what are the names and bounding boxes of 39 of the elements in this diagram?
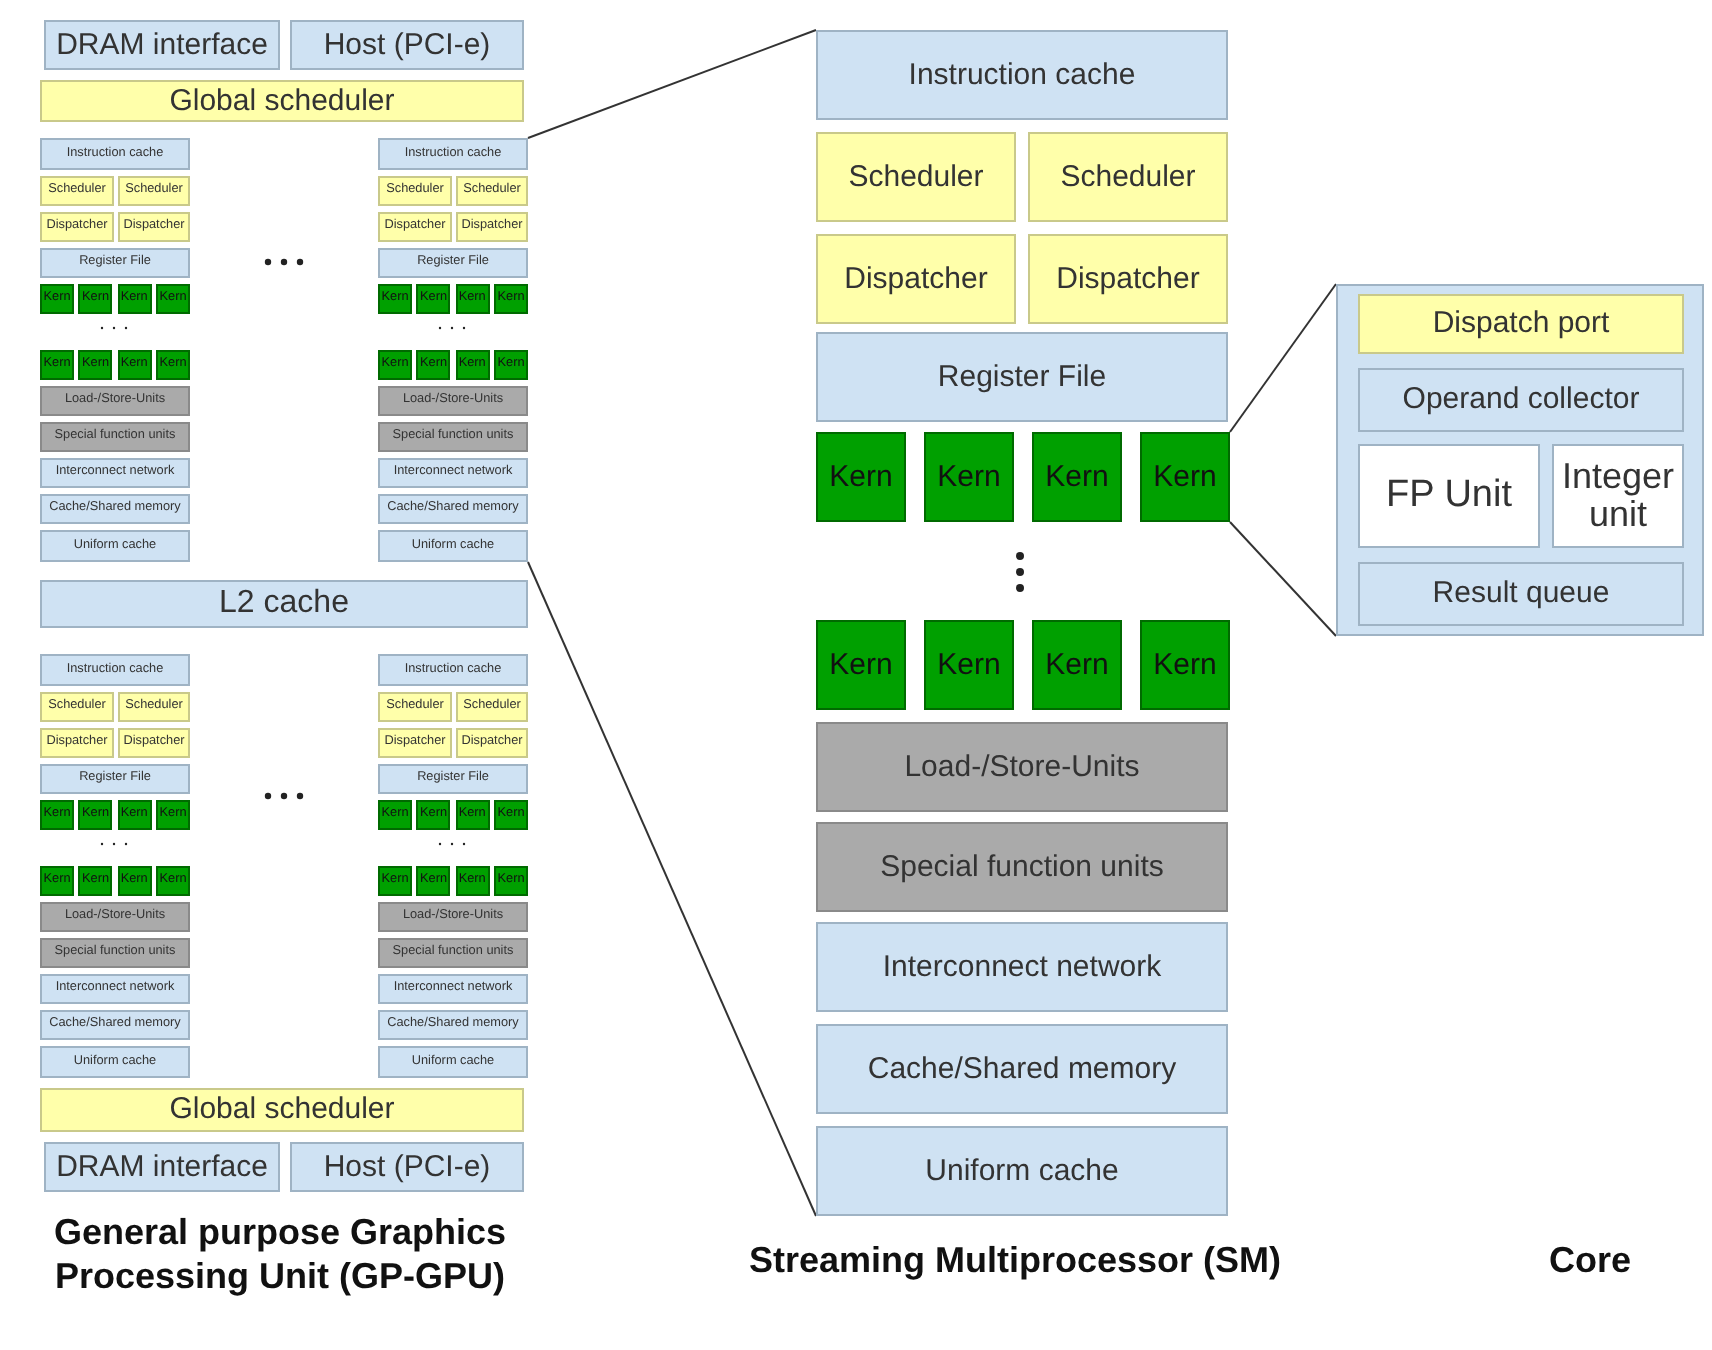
unit-box: Dispatch port xyxy=(1358,294,1684,354)
zoom-line xyxy=(527,29,817,139)
unit-box: L2 cache xyxy=(40,580,528,628)
unit-box: Global scheduler xyxy=(40,1088,524,1132)
unit-box: Instruction cache xyxy=(816,30,1228,120)
core-box: Kern xyxy=(1140,620,1230,710)
core-box: Kern xyxy=(816,432,906,522)
core-box: Kern xyxy=(1032,432,1122,522)
unit-box: Uniform cache xyxy=(816,1126,1228,1216)
unit-box: Load-/Store-Units xyxy=(816,722,1228,812)
core-box: Kern xyxy=(924,432,1014,522)
caption: General purpose Graphics Processing Unit (GP-GPU) xyxy=(51,1212,509,1299)
caption: Streaming Multiprocessor (SM) xyxy=(746,1240,1284,1284)
core-box: Kern xyxy=(816,620,906,710)
unit-box: Host (PCI-e) xyxy=(290,20,524,70)
core-box: Kern xyxy=(1032,620,1122,710)
zoom-line xyxy=(527,561,817,1217)
unit-box: Dispatcher xyxy=(816,234,1016,324)
unit-box: Scheduler xyxy=(816,132,1016,222)
core-box: Kern xyxy=(1140,432,1230,522)
unit-box: DRAM interface xyxy=(44,1142,280,1192)
unit-box: Interconnect network xyxy=(816,922,1228,1012)
unit-box: Register File xyxy=(816,332,1228,422)
unit-box: Integer unit xyxy=(1552,444,1684,548)
unit-box: FP Unit xyxy=(1358,444,1540,548)
unit-box: Global scheduler xyxy=(40,80,524,122)
zoom-line xyxy=(1229,521,1337,637)
core-box: Kern xyxy=(924,620,1014,710)
core-panel xyxy=(1336,284,1704,636)
unit-box: Cache/Shared memory xyxy=(816,1024,1228,1114)
unit-box: Special function units xyxy=(816,822,1228,912)
unit-box: Result queue xyxy=(1358,562,1684,626)
unit-box: DRAM interface xyxy=(44,20,280,70)
unit-box: Scheduler xyxy=(1028,132,1228,222)
zoom-line xyxy=(1229,283,1337,433)
unit-box: Host (PCI-e) xyxy=(290,1142,524,1192)
unit-box: Operand collector xyxy=(1358,368,1684,432)
unit-box: Dispatcher xyxy=(1028,234,1228,324)
caption: Core xyxy=(1546,1240,1633,1284)
